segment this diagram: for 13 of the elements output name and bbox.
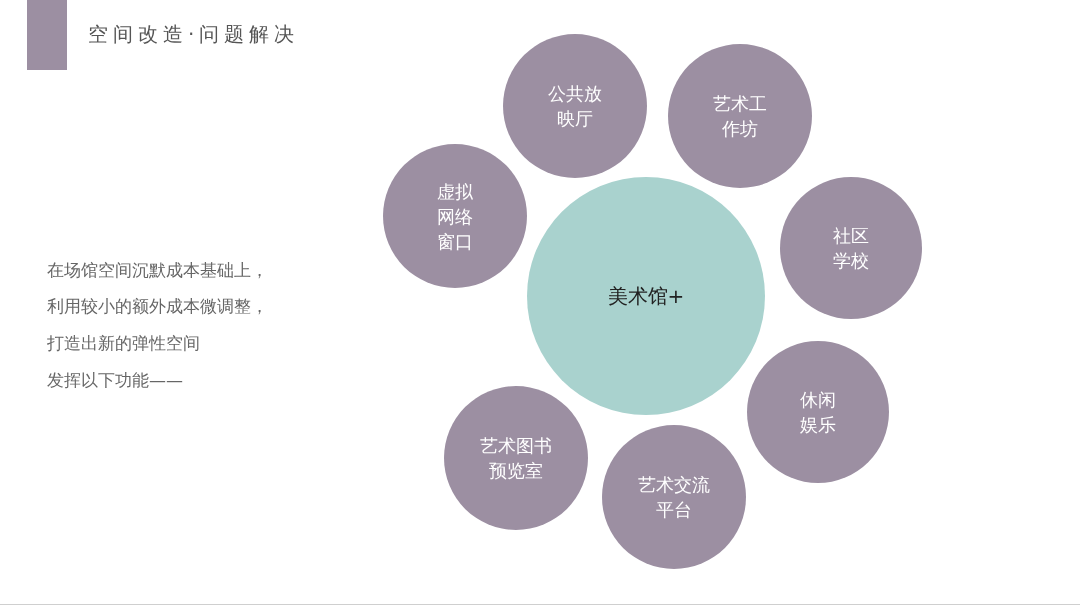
node-label: 社区学校 xyxy=(832,224,870,273)
body-text: 在场馆空间沉默成本基础上， xyxy=(47,259,268,282)
node-label: 公共放映厅 xyxy=(547,82,603,131)
body-text: 发挥以下功能—— xyxy=(47,369,183,392)
node-label: 美术馆+ xyxy=(606,283,686,309)
node-label: 艺术工作坊 xyxy=(712,92,768,141)
body-text: 打造出新的弹性空间 xyxy=(47,332,200,355)
node-label: 虚拟网络窗口 xyxy=(436,179,474,254)
node-label: 艺术交流平台 xyxy=(637,473,711,522)
page-title: 空间改造·问题解决 xyxy=(88,21,300,48)
body-text: 利用较小的额外成本微调整， xyxy=(47,295,268,318)
node-label: 艺术图书预览室 xyxy=(479,434,553,483)
node-label: 休闲娱乐 xyxy=(799,388,837,437)
